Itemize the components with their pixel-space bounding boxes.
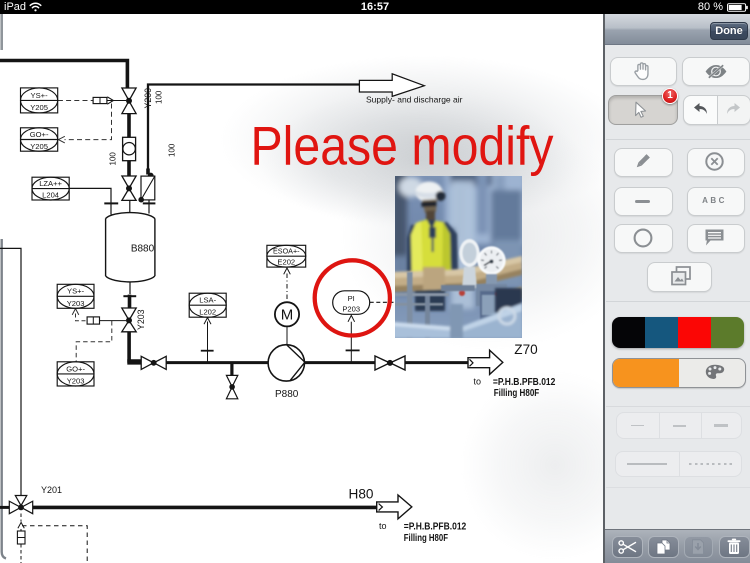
svg-text:ESOA+-: ESOA+-	[273, 247, 300, 256]
svg-text:Y201: Y201	[41, 485, 62, 495]
svg-text:GO+-: GO+-	[66, 364, 85, 373]
svg-text:LSA-: LSA-	[199, 296, 216, 305]
svg-text:to: to	[474, 377, 482, 387]
svg-text:PI: PI	[348, 294, 355, 303]
svg-text:Filling H80F: Filling H80F	[494, 388, 540, 399]
svg-text:Y203: Y203	[67, 377, 85, 386]
svg-text:Y200: Y200	[143, 88, 153, 109]
svg-text:P203: P203	[342, 304, 360, 313]
svg-text:100: 100	[155, 90, 164, 104]
svg-text:L202: L202	[199, 308, 216, 317]
svg-text:E202: E202	[277, 258, 295, 267]
svg-text:YS+-: YS+-	[31, 91, 49, 100]
svg-text:Filling H80F: Filling H80F	[404, 533, 448, 544]
svg-text:LZA++: LZA++	[39, 179, 62, 188]
svg-text:Please modify: Please modify	[251, 116, 555, 177]
svg-text:Z70: Z70	[514, 342, 538, 357]
svg-text:YS+-: YS+-	[67, 287, 85, 296]
svg-text:L204: L204	[42, 190, 59, 199]
svg-text:M: M	[281, 307, 294, 324]
svg-text:100: 100	[109, 152, 118, 166]
svg-text:GO+-: GO+-	[30, 130, 49, 139]
svg-text:=P.H.B.PFB.012: =P.H.B.PFB.012	[493, 377, 556, 388]
svg-text:Y203: Y203	[67, 299, 85, 308]
svg-text:P880: P880	[275, 389, 299, 400]
svg-text:Y203: Y203	[136, 309, 146, 330]
svg-text:B880: B880	[131, 244, 155, 255]
svg-text:Supply- and discharge air: Supply- and discharge air	[366, 95, 463, 105]
svg-text:Y205: Y205	[30, 103, 48, 112]
svg-text:to: to	[379, 521, 387, 531]
svg-text:Y205: Y205	[30, 142, 48, 151]
svg-text:H80: H80	[349, 487, 374, 502]
svg-text:=P.H.B.PFB.012: =P.H.B.PFB.012	[404, 521, 467, 532]
svg-text:100: 100	[168, 143, 177, 157]
